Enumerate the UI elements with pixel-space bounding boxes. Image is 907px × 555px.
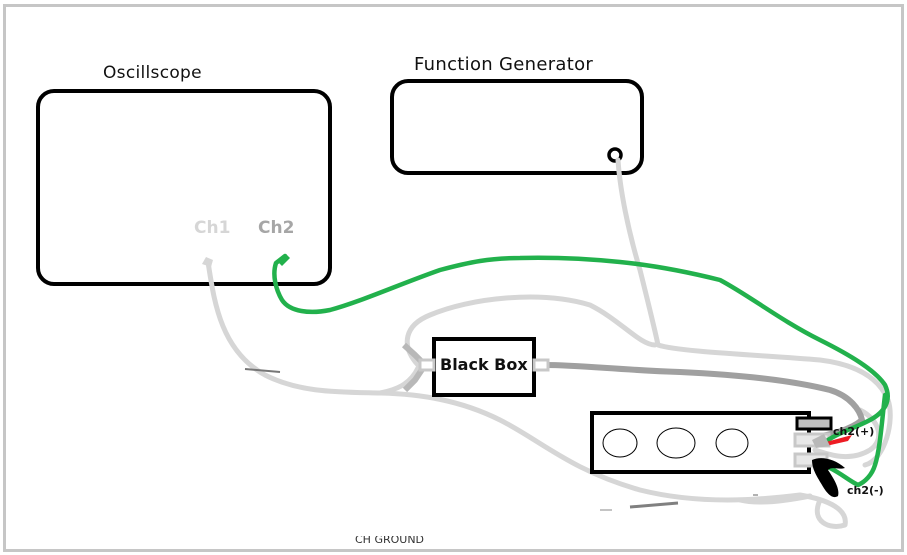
black-box-return-wire (377, 365, 421, 396)
ch2-probe-wire (272, 253, 890, 488)
positive-clip-grip (812, 434, 830, 448)
ch1-probe-wire (205, 259, 848, 529)
diagram-frame (3, 4, 904, 552)
black-box-input-terminal[interactable] (418, 358, 436, 372)
cut-off-text: CH GROUND (355, 536, 425, 543)
channel-2-label: Ch2 (258, 218, 295, 238)
ch2-negative-label: ch2(-) (847, 484, 884, 497)
breadboard-terminal-top[interactable] (795, 416, 833, 431)
breadboard-body (590, 411, 811, 474)
function-generator-label: Function Generator (414, 54, 594, 75)
breadboard-hole (602, 428, 638, 458)
breadboard-left-wire (737, 493, 813, 505)
channel-1-label: Ch1 (194, 218, 231, 238)
ch2-positive-label: ch2(+) (833, 425, 875, 438)
oscilloscope-body (36, 89, 332, 286)
terminal-loop-wire (812, 407, 882, 460)
ch2-probe-tip (278, 254, 290, 266)
oscilloscope-label: Oscillscope (103, 63, 202, 83)
positive-clip[interactable] (826, 435, 852, 446)
black-box-output-terminal[interactable] (532, 358, 550, 372)
black-box-label: Black Box (440, 355, 528, 374)
stray-mark (244, 368, 281, 373)
black-box-loop-wire (404, 294, 658, 368)
breadboard-hole (656, 427, 696, 459)
stray-mark (629, 501, 679, 509)
breadboard-hole (715, 428, 749, 458)
negative-clip[interactable] (812, 458, 845, 498)
function-generator-body (390, 79, 644, 175)
black-box-output-wire (542, 362, 865, 440)
ch1-probe-tip (202, 257, 213, 267)
